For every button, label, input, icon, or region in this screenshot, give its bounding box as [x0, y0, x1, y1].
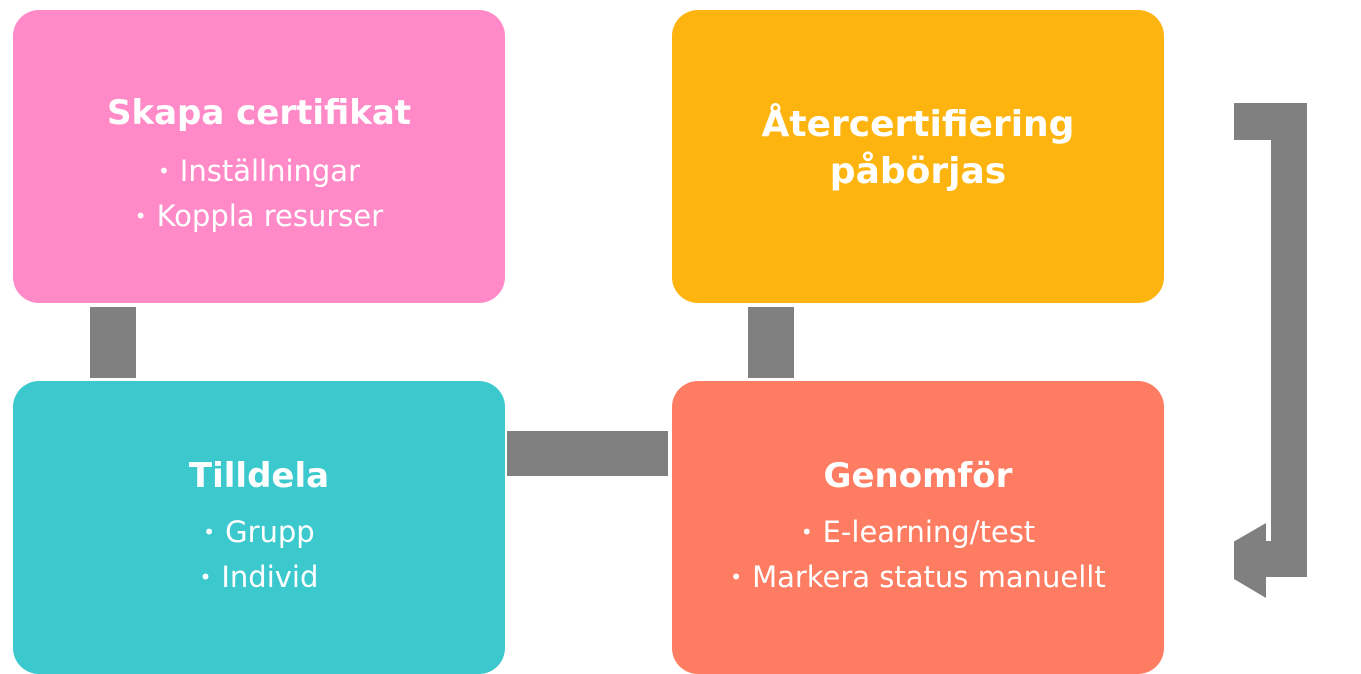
skapa-certifikat-box: Skapa certifikat • Inställningar • Koppla …: [13, 10, 505, 303]
list-item: • E-learning/test: [730, 510, 1105, 555]
list-item: • Markera status manuellt: [730, 555, 1105, 600]
list-item-label: E-learning/test: [822, 515, 1036, 549]
list-item-label: Inställningar: [179, 154, 360, 188]
bullet-icon: •: [134, 204, 147, 228]
connector-ater-genomfor: [748, 307, 794, 378]
skapa-certifikat-list: • Inställningar • Koppla resurser: [135, 149, 383, 239]
list-item: • Koppla resurser: [135, 194, 383, 239]
bullet-icon: •: [157, 159, 170, 183]
list-item-label: Individ: [221, 560, 319, 594]
bullet-icon: •: [730, 565, 743, 589]
list-item-label: Markera status manuellt: [752, 560, 1106, 594]
tilldela-box: Tilldela •Grupp •Individ: [13, 381, 505, 674]
list-item-label: Koppla resurser: [156, 199, 384, 233]
genomfor-title: Genomför: [823, 456, 1013, 496]
connector-tilldela-genomfor: [507, 431, 668, 476]
return-arrow-icon: [1234, 103, 1307, 598]
list-item: • Grupp: [200, 510, 319, 555]
bullet-icon: •: [203, 520, 216, 544]
atercertifiering-title-line1: Återcertifiering: [761, 103, 1075, 145]
genomfor-list: • E-learning/test • Markera status manuell…: [730, 510, 1105, 600]
tilldela-list: •Grupp •Individ: [200, 510, 319, 600]
atercertifiering-box: Återcertifiering påbörjas: [672, 10, 1164, 303]
atercertifiering-title-line2: påbörjas: [829, 150, 1007, 192]
bullet-icon: •: [800, 520, 813, 544]
skapa-certifikat-title: Skapa certifikat: [106, 93, 412, 133]
list-item: • Inställningar: [135, 149, 383, 194]
bullet-icon: •: [199, 565, 212, 589]
connector-skapa-tilldela: [90, 307, 136, 378]
genomfor-box: Genomför • E-learning/test • Markera statu…: [672, 381, 1164, 674]
list-item: • Individ: [200, 555, 319, 600]
list-item-label: Grupp: [225, 515, 315, 549]
tilldela-title: Tilldela: [188, 456, 330, 496]
